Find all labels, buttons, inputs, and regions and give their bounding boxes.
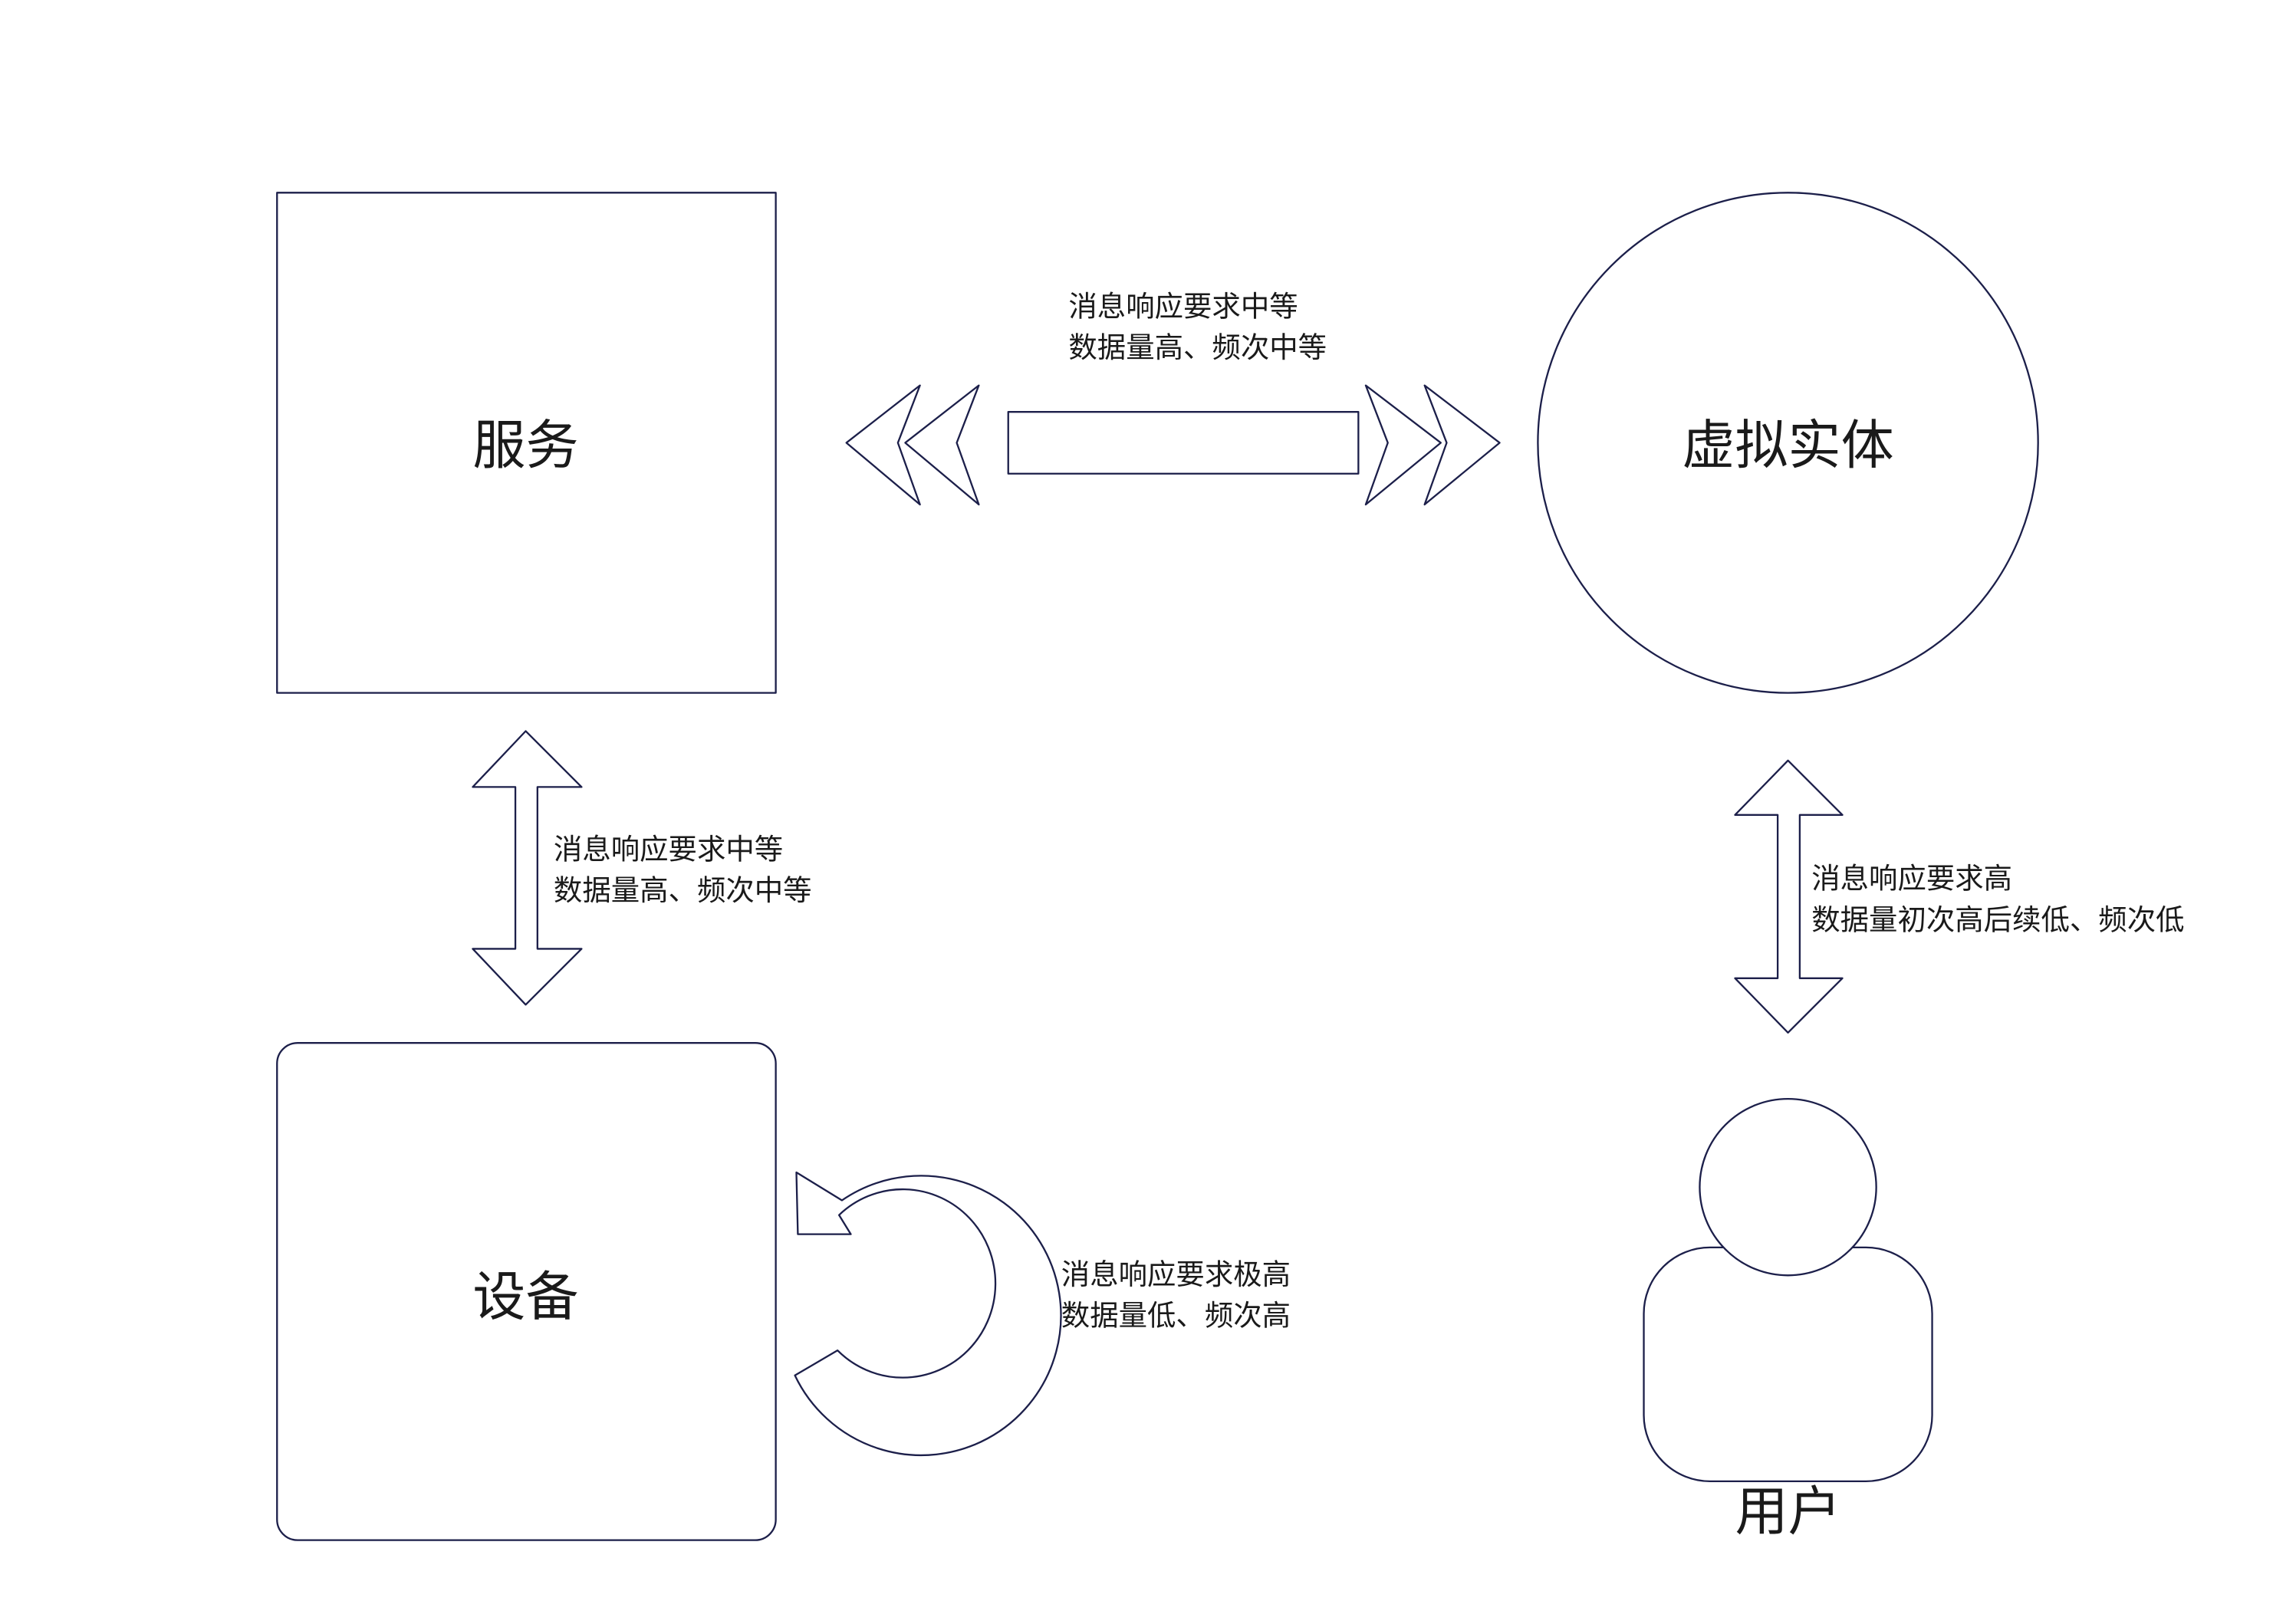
device-self-line1: 消息响应要求极高 <box>1061 1257 1291 1291</box>
service-node: 服务 <box>276 192 777 694</box>
virtual-user-line1: 消息响应要求高 <box>1811 862 2012 896</box>
service-virtual-connector <box>845 384 1501 506</box>
user-node: 用户 <box>1643 1097 1933 1543</box>
service-device-line1: 消息响应要求中等 <box>554 832 783 866</box>
virtual-entity-node: 虚拟实体 <box>1537 192 2039 694</box>
chevron-right-icon <box>1364 384 1442 506</box>
virtual-entity-label: 虚拟实体 <box>1682 415 1893 476</box>
double-arrow-vertical-icon <box>1734 759 1844 1034</box>
user-label: 用户 <box>1735 1481 1840 1543</box>
service-virtual-line1: 消息响应要求中等 <box>1068 289 1298 323</box>
service-virtual-line2: 数据量高、频次中等 <box>1068 330 1327 364</box>
user-head-icon <box>1699 1097 1877 1277</box>
double-arrow-vertical-icon <box>472 730 583 1006</box>
circular-arrow-icon <box>794 1171 1062 1457</box>
user-body-icon <box>1643 1246 1933 1483</box>
service-device-line2: 数据量高、频次中等 <box>554 873 812 907</box>
chevron-left-icon <box>845 384 921 506</box>
device-node: 设备 <box>276 1042 777 1541</box>
virtual-user-line2: 数据量初次高后续低、频次低 <box>1811 902 2184 936</box>
device-label: 设备 <box>472 1267 578 1328</box>
service-label: 服务 <box>472 415 578 476</box>
device-self-line2: 数据量低、频次高 <box>1061 1299 1291 1333</box>
chevron-right-icon <box>1423 384 1501 506</box>
chevron-left-icon <box>904 384 980 506</box>
